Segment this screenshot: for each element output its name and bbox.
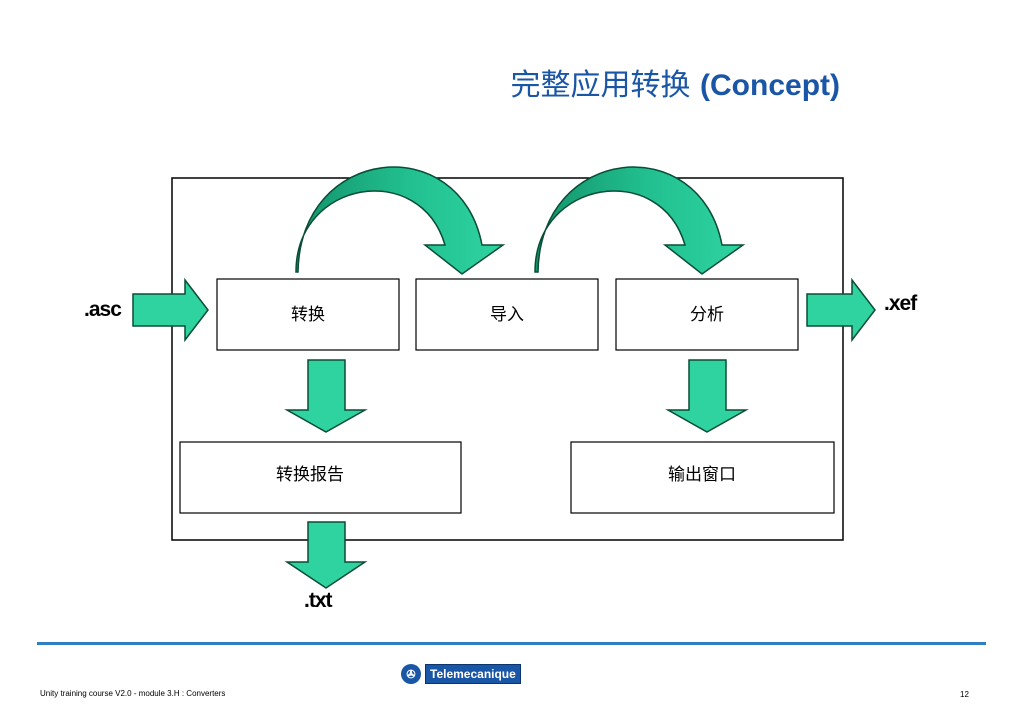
footer-page-number: 12	[960, 690, 969, 699]
box-analyze-label: 分析	[690, 305, 724, 325]
footer-course-text: Unity training course V2.0 - module 3.H …	[40, 689, 226, 698]
ext-asc-label: .asc	[84, 298, 122, 321]
curved-arrow-convert-to-import	[295, 166, 506, 275]
output-arrow	[806, 277, 876, 343]
box-convert-label: 转换	[291, 305, 325, 325]
footer-divider	[37, 642, 986, 645]
box-import-label: 导入	[490, 305, 524, 325]
box-convert	[216, 278, 400, 351]
title-chinese: 完整应用转换	[510, 68, 691, 103]
logo-emblem-icon: ✇	[401, 664, 421, 684]
box-report	[179, 441, 462, 514]
telemecanique-logo: ✇ Telemecanique	[401, 663, 521, 685]
page-title: 完整应用转换 (Concept)	[0, 60, 840, 104]
box-analyze	[615, 278, 799, 351]
down-arrow-analyze-to-output	[665, 359, 749, 433]
logo-text: Telemecanique	[425, 664, 521, 684]
ext-txt-label: .txt	[304, 589, 333, 612]
box-report-label: 转换报告	[276, 465, 344, 485]
down-arrow-convert-to-report	[284, 359, 368, 433]
input-arrow	[132, 277, 209, 343]
title-english: (Concept)	[700, 69, 840, 102]
concept-diagram: 转换 导入 分析 转换报告 输出窗口 .asc .xef .txt	[84, 166, 919, 612]
box-import	[415, 278, 599, 351]
curved-arrow-import-to-analyze	[534, 166, 746, 275]
box-output-window	[570, 441, 835, 514]
ext-xef-label: .xef	[884, 292, 918, 315]
box-output-window-label: 输出窗口	[668, 465, 736, 485]
down-arrow-report-to-txt	[284, 521, 368, 589]
